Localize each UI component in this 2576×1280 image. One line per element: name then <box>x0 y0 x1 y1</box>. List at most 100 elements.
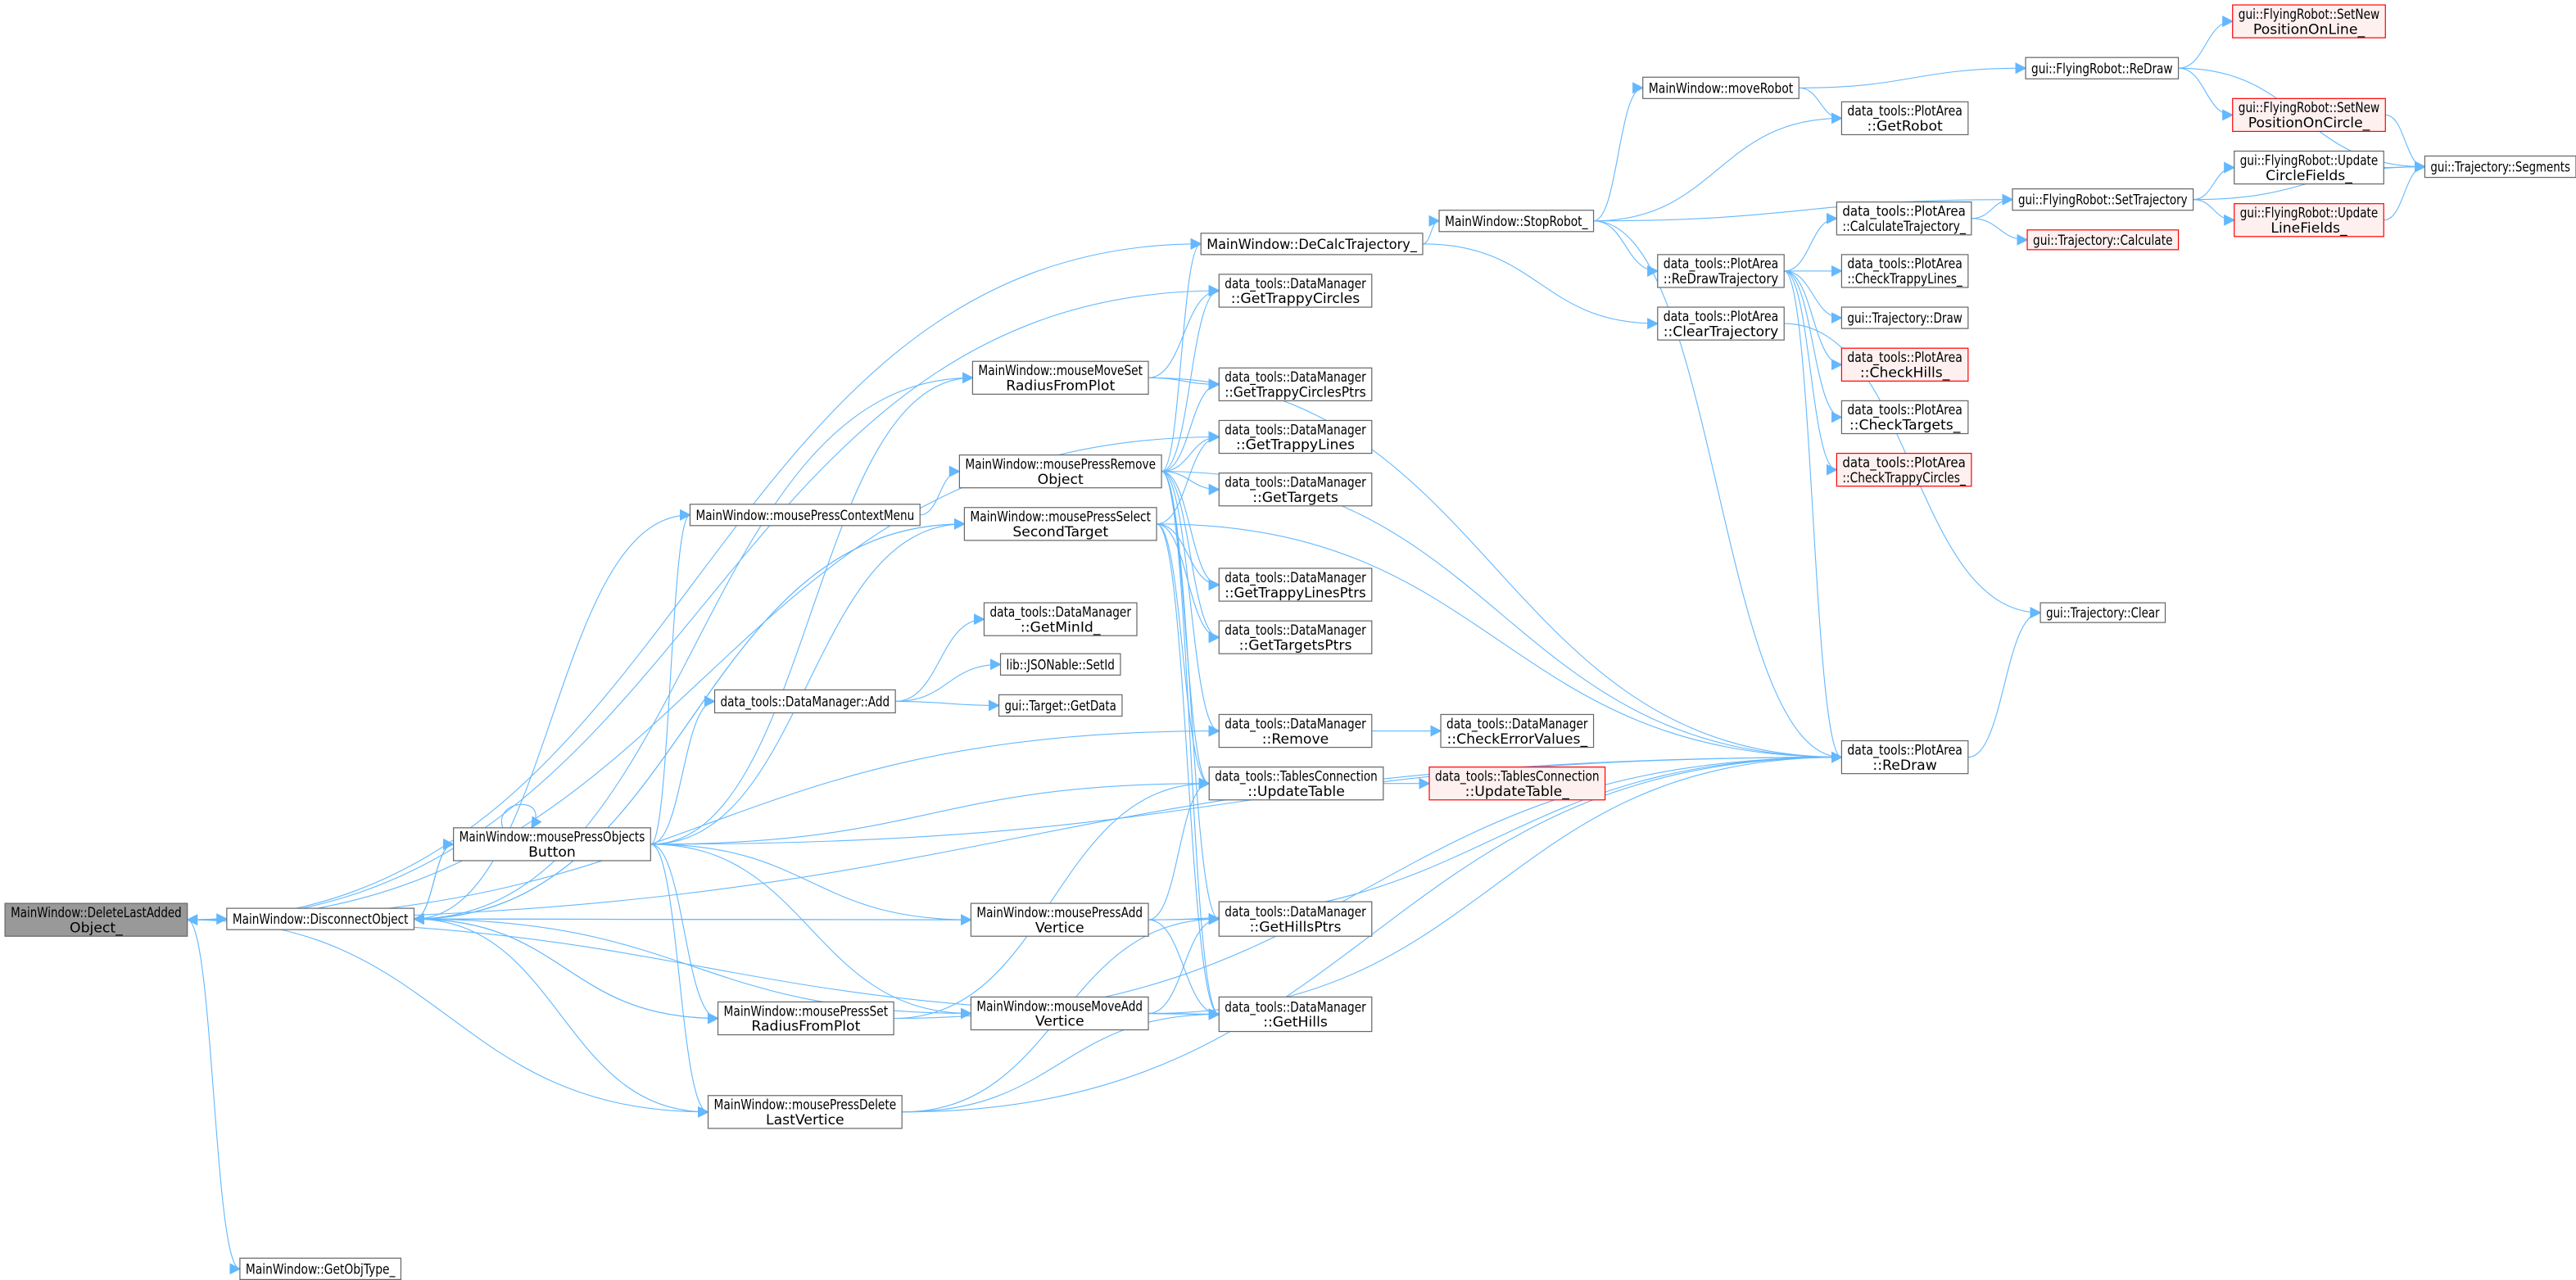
node-data-tools-plotarea-checkhills[interactable]: data_tools::PlotArea::CheckHills_ <box>1840 347 1969 382</box>
edge-add-to-getdata <box>895 699 1000 712</box>
node-mainwindow-disconnectobject[interactable]: MainWindow::DisconnectObject <box>226 907 415 930</box>
edge-stop-to-sett <box>1593 193 2014 222</box>
node-box <box>1200 233 1424 256</box>
node-mainwindow-getobjtype[interactable]: MainWindow::GetObjType_ <box>239 1257 402 1280</box>
node-data-tools-datamanager-gettrappycircles[interactable]: data_tools::DataManager::GetTrappyCircle… <box>1218 274 1373 308</box>
edge-decalc-to-clrt <box>1422 243 1659 330</box>
node-data-tools-plotarea-checktargets[interactable]: data_tools::PlotArea::CheckTargets_ <box>1840 400 1969 435</box>
edge-rdt-to-ctc <box>1784 270 1838 476</box>
node-label: ::GetTrappyLines <box>1236 437 1355 454</box>
edge-mpdlv-to-dla <box>186 914 709 1113</box>
node-label: data_tools::PlotArea <box>1847 103 1962 120</box>
node-data-tools-plotarea-redraw[interactable]: data_tools::PlotArea::ReDraw <box>1840 740 1969 775</box>
node-box <box>1218 367 1373 401</box>
edge-stop-to-rdt <box>1593 220 1659 277</box>
edge-rdt-to-prd <box>1784 270 1843 763</box>
node-label: data_tools::DataManager <box>1225 999 1366 1015</box>
node-mainwindow-mousepresscontextmenu[interactable]: MainWindow::mousePressContextMenu <box>689 504 921 527</box>
node-data-tools-plotarea-checktrappylines[interactable]: data_tools::PlotArea::CheckTrappyLines_ <box>1840 254 1969 288</box>
node-box <box>1840 101 1969 136</box>
edge-move-to-gr <box>1799 87 1843 124</box>
node-label: Vertice <box>1035 1014 1084 1030</box>
edge-rdt-to-ctarg <box>1784 270 1843 423</box>
node-label: MainWindow::mouseMoveAdd <box>976 998 1143 1015</box>
node-label: data_tools::DataManager <box>989 604 1131 621</box>
node-data-tools-plotarea-cleartrajectory[interactable]: data_tools::PlotArea::ClearTrajectory <box>1657 306 1785 341</box>
node-data-tools-tablesconnection-updatetable[interactable]: data_tools::TablesConnection::UpdateTabl… <box>1428 767 1606 801</box>
node-gui-trajectory-draw[interactable]: gui::Trajectory::Draw <box>1840 306 1969 329</box>
node-gui-trajectory-clear[interactable]: gui::Trajectory::Clear <box>2040 602 2166 623</box>
node-mainwindow-stoprobot[interactable]: MainWindow::StopRobot_ <box>1438 210 1595 233</box>
node-mainwindow-decalctrajectory[interactable]: MainWindow::DeCalcTrajectory_ <box>1200 233 1424 256</box>
node-gui-trajectory-segments[interactable]: gui::Trajectory::Segments <box>2424 155 2576 179</box>
edge-stop-to-prd <box>1593 220 1843 763</box>
node-label: MainWindow::DeleteLastAdded <box>11 905 182 921</box>
node-label: data_tools::DataManager::Add <box>721 694 890 710</box>
edge-mpro-to-gtc <box>1161 285 1220 473</box>
node-gui-flyingrobot-settrajectory[interactable]: gui::FlyingRobot::SetTrajectory <box>2012 188 2194 211</box>
node-label: MainWindow::DisconnectObject <box>233 911 409 928</box>
node-label: MainWindow::moveRobot <box>1649 80 1794 97</box>
node-lib-jsonable-setid[interactable]: lib::JSONable::SetId <box>999 653 1121 676</box>
node-label: data_tools::DataManager <box>1446 716 1588 732</box>
edge-mpro-to-remove <box>1161 471 1220 737</box>
node-label: ::GetTargets <box>1252 490 1338 506</box>
node-label: MainWindow::StopRobot_ <box>1445 214 1588 230</box>
node-data-tools-datamanager-add[interactable]: data_tools::DataManager::Add <box>713 689 896 714</box>
node-box <box>1840 254 1969 288</box>
node-data-tools-datamanager-remove[interactable]: data_tools::DataManager::Remove <box>1218 713 1373 749</box>
edge-mpro-to-gtp <box>1161 471 1220 644</box>
node-data-tools-datamanager-gettrappylinesptrs[interactable]: data_tools::DataManager::GetTrappyLinesP… <box>1218 568 1373 602</box>
edge-mpsst-to-gtp <box>1157 523 1220 644</box>
edge-mpsst-to-gtl <box>1157 431 1220 525</box>
node-box <box>717 1001 894 1036</box>
edge-calct-to-sett <box>1971 193 2014 219</box>
node-gui-target-getdata[interactable]: gui::Target::GetData <box>998 694 1123 717</box>
edge-stop-to-move <box>1593 82 1645 222</box>
node-box <box>958 454 1162 489</box>
node-data-tools-datamanager-gettargets[interactable]: data_tools::DataManager::GetTargets <box>1218 473 1373 507</box>
edge-mpob-to-mpsst <box>650 518 966 845</box>
edge-mpob-to-mpsr <box>650 844 719 1024</box>
node-label: MainWindow::mousePressObjects <box>460 830 645 846</box>
node-data-tools-datamanager-getminid[interactable]: data_tools::DataManager::GetMinId_ <box>983 602 1138 636</box>
node-data-tools-plotarea-checktrappycircles[interactable]: data_tools::PlotArea::CheckTrappyCircles… <box>1836 452 1972 487</box>
node-label: ::ReDrawTrajectory <box>1664 271 1778 287</box>
edge-mpro-to-gtcp <box>1161 378 1220 473</box>
node-box <box>239 1257 402 1280</box>
node-data-tools-plotarea-calculatetrajectory[interactable]: data_tools::PlotArea::CalculateTrajector… <box>1836 201 1972 236</box>
node-gui-flyingrobot-redraw[interactable]: gui::FlyingRobot::ReDraw <box>2025 57 2180 79</box>
node-data-tools-datamanager-gettrappylines[interactable]: data_tools::DataManager::GetTrappyLines <box>1218 419 1373 455</box>
node-label: gui::Trajectory::Clear <box>2046 605 2160 622</box>
node-data-tools-datamanager-checkerrorvalues[interactable]: data_tools::DataManager::CheckErrorValue… <box>1440 713 1595 749</box>
node-label: data_tools::PlotArea <box>1847 350 1962 366</box>
node-data-tools-plotarea-getrobot[interactable]: data_tools::PlotArea::GetRobot <box>1840 101 1969 136</box>
node-label: ::UpdateTable <box>1247 784 1345 800</box>
node-box <box>983 602 1138 636</box>
node-data-tools-datamanager-gettargetsptrs[interactable]: data_tools::DataManager::GetTargetsPtrs <box>1218 620 1373 654</box>
edge-mpob-to-mmsr <box>650 372 974 845</box>
node-data-tools-datamanager-gethillsptrs[interactable]: data_tools::DataManager::GetHillsPtrs <box>1218 901 1373 937</box>
node-gui-flyingrobot-setnewpositiononcircle[interactable]: gui::FlyingRobot::SetNewPositionOnCircle… <box>2232 97 2386 133</box>
node-gui-trajectory-calculate[interactable]: gui::Trajectory::Calculate <box>2026 229 2180 251</box>
node-box <box>1218 419 1373 455</box>
node-data-tools-datamanager-gettrappycirclesptrs[interactable]: data_tools::DataManager::GetTrappyCircle… <box>1218 367 1373 401</box>
node-data-tools-tablesconnection-updatetable[interactable]: data_tools::TablesConnection::UpdateTabl… <box>1208 767 1384 801</box>
node-data-tools-datamanager-gethills[interactable]: data_tools::DataManager::GetHills <box>1218 996 1373 1033</box>
edge-frrd-to-snpl <box>2178 16 2234 69</box>
node-data-tools-plotarea-redrawtrajectory[interactable]: data_tools::PlotArea::ReDrawTrajectory <box>1657 254 1785 288</box>
node-label: data_tools::DataManager <box>1225 474 1366 491</box>
node-mainwindow-moverobot[interactable]: MainWindow::moveRobot <box>1642 76 1800 99</box>
